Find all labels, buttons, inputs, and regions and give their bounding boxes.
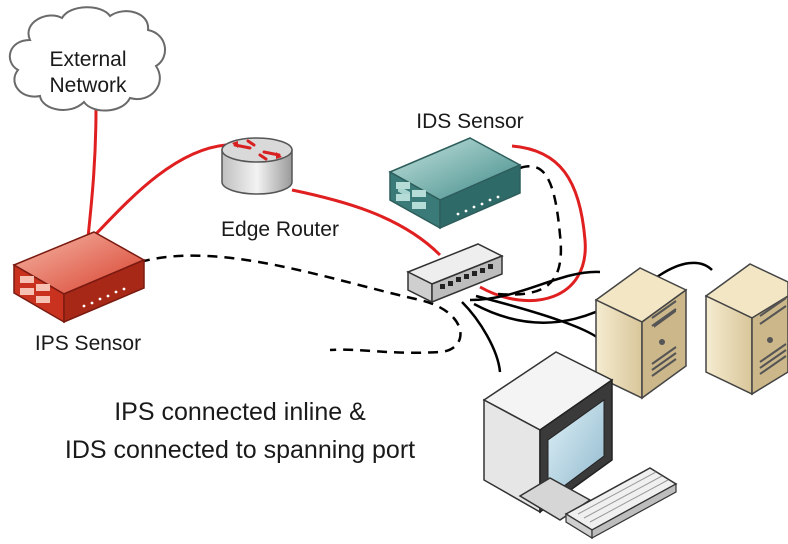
- dashed-switch-to-ids: [497, 165, 563, 296]
- dashed-ips-to-switch: [139, 254, 462, 355]
- ips-sensor-label: IPS Sensor: [35, 332, 141, 355]
- server-icon: [704, 263, 788, 396]
- switch-icon: [406, 243, 504, 304]
- ips-sensor-icon: [12, 231, 146, 324]
- link-switch-to-monitor: [461, 301, 502, 373]
- link-router-to-switch: [291, 188, 442, 257]
- caption-line1: IPS connected inline &: [114, 398, 366, 426]
- ids-sensor-label: IDS Sensor: [416, 110, 523, 133]
- link-switch-to-ids: [479, 144, 587, 302]
- ids-sensor-icon: [388, 137, 522, 230]
- cloud-label-line2: Network: [49, 74, 127, 97]
- link-ips-to-router: [88, 143, 227, 242]
- router-icon: [221, 137, 293, 195]
- link-cloud-to-ips: [86, 107, 98, 239]
- keyboard-icon: [564, 467, 678, 540]
- edge-router-label: Edge Router: [221, 218, 339, 241]
- monitor-icon: [482, 351, 614, 521]
- caption-line2: IDS connected to spanning port: [65, 436, 415, 464]
- cloud-label-line1: External: [49, 48, 126, 71]
- server-icon: [594, 267, 688, 400]
- link-switch-to-server-1b: [475, 294, 606, 346]
- cloud-icon: External Network: [8, 6, 166, 112]
- cables: [86, 107, 713, 373]
